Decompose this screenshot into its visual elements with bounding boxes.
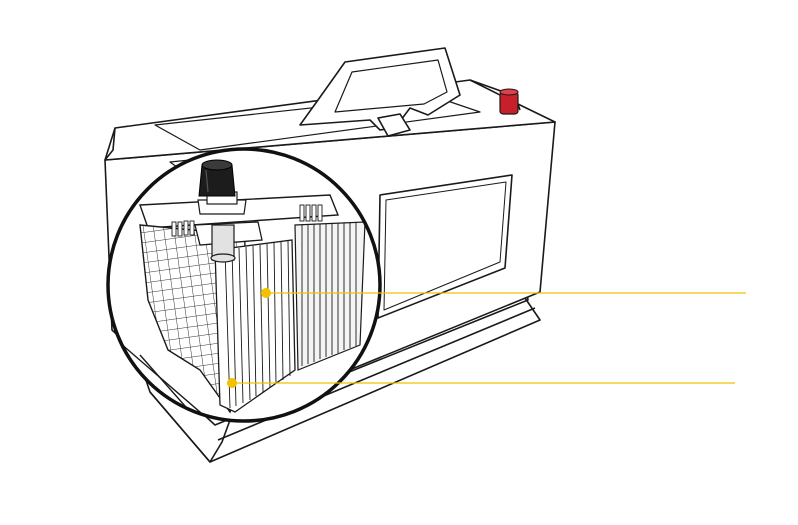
callout-plates <box>261 288 746 298</box>
terminal-post <box>194 221 263 263</box>
front-plate-stack <box>171 204 323 413</box>
cutaway-lens <box>106 147 382 423</box>
battery-handle <box>299 47 461 137</box>
negative-terminal <box>197 159 247 215</box>
callout-grid <box>227 378 735 388</box>
positive-terminal <box>499 88 519 115</box>
lens-ring <box>106 147 382 423</box>
callout-grid-dot <box>227 378 237 388</box>
callout-plates-dot <box>261 288 271 298</box>
back-plate-stack <box>294 221 366 371</box>
